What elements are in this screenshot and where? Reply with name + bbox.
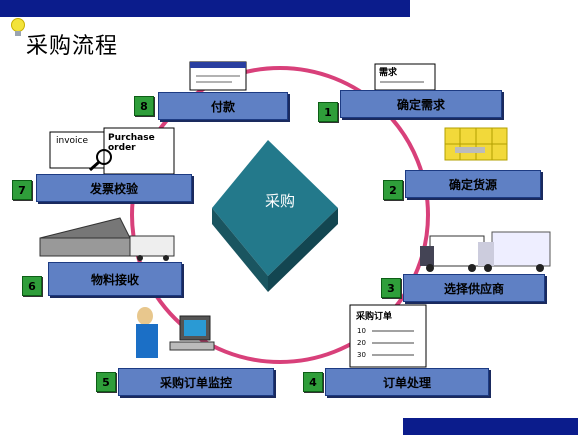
step-box-3[interactable]: 选择供应商: [403, 274, 545, 302]
sourcing-blocks-icon: [444, 127, 508, 161]
cycle-ring: [130, 66, 430, 364]
top-banner-bar: [0, 0, 410, 17]
step-box-8[interactable]: 付款: [158, 92, 288, 120]
step-label-8: 付款: [210, 99, 235, 114]
step-num-7: 7: [12, 180, 32, 200]
step-label-4: 订单处理: [382, 375, 431, 390]
warehouse-icon: [39, 217, 175, 261]
step-box-1[interactable]: 确定需求: [340, 90, 502, 118]
po-doc-title: 采购订单: [355, 310, 392, 322]
step-num-2: 2: [383, 180, 403, 200]
req-doc-label: 需求: [379, 66, 398, 78]
purchase-order-doc-icon: 采购订单 10 20 30: [349, 304, 427, 368]
step-num-8: 8: [134, 96, 154, 116]
step-label-6: 物料接收: [90, 272, 139, 287]
step-label-1: 确定需求: [396, 97, 445, 112]
step-box-7[interactable]: 发票校验: [36, 174, 192, 202]
po-row-1: 10: [357, 327, 366, 335]
step-num-3: 3: [381, 278, 401, 298]
step-label-7: 发票校验: [89, 181, 138, 196]
page-title: 采购流程: [26, 34, 119, 59]
step-label-3: 选择供应商: [443, 281, 504, 296]
center-label: 采购: [264, 192, 295, 210]
step-label-5: 采购订单监控: [159, 375, 232, 390]
step-box-2[interactable]: 确定货源: [405, 170, 541, 198]
step-num-5: 5: [96, 372, 116, 392]
purchase-order-text: Purchase order: [108, 133, 158, 153]
step-num-1: 1: [318, 102, 338, 122]
step-num-4: 4: [303, 372, 323, 392]
step-box-6[interactable]: 物料接收: [48, 262, 182, 296]
requirement-doc-icon: 需求: [374, 63, 436, 91]
person-computer-icon: [136, 307, 215, 358]
step-box-5[interactable]: 采购订单监控: [118, 368, 274, 396]
center-cube: [212, 140, 338, 292]
po-row-3: 30: [357, 351, 366, 359]
step-num-6: 6: [22, 276, 42, 296]
lightbulb-icon: [11, 18, 25, 36]
po-row-2: 20: [357, 339, 366, 347]
step-box-4[interactable]: 订单处理: [325, 368, 489, 396]
invoice-docs-icon: invoice Purchase order: [49, 127, 175, 175]
supplier-trucks-icon: [420, 231, 551, 272]
invoice-text: invoice: [56, 136, 88, 146]
bottom-banner-bar: [403, 418, 578, 435]
payment-check-icon: [189, 61, 247, 91]
step-label-2: 确定货源: [448, 177, 497, 192]
